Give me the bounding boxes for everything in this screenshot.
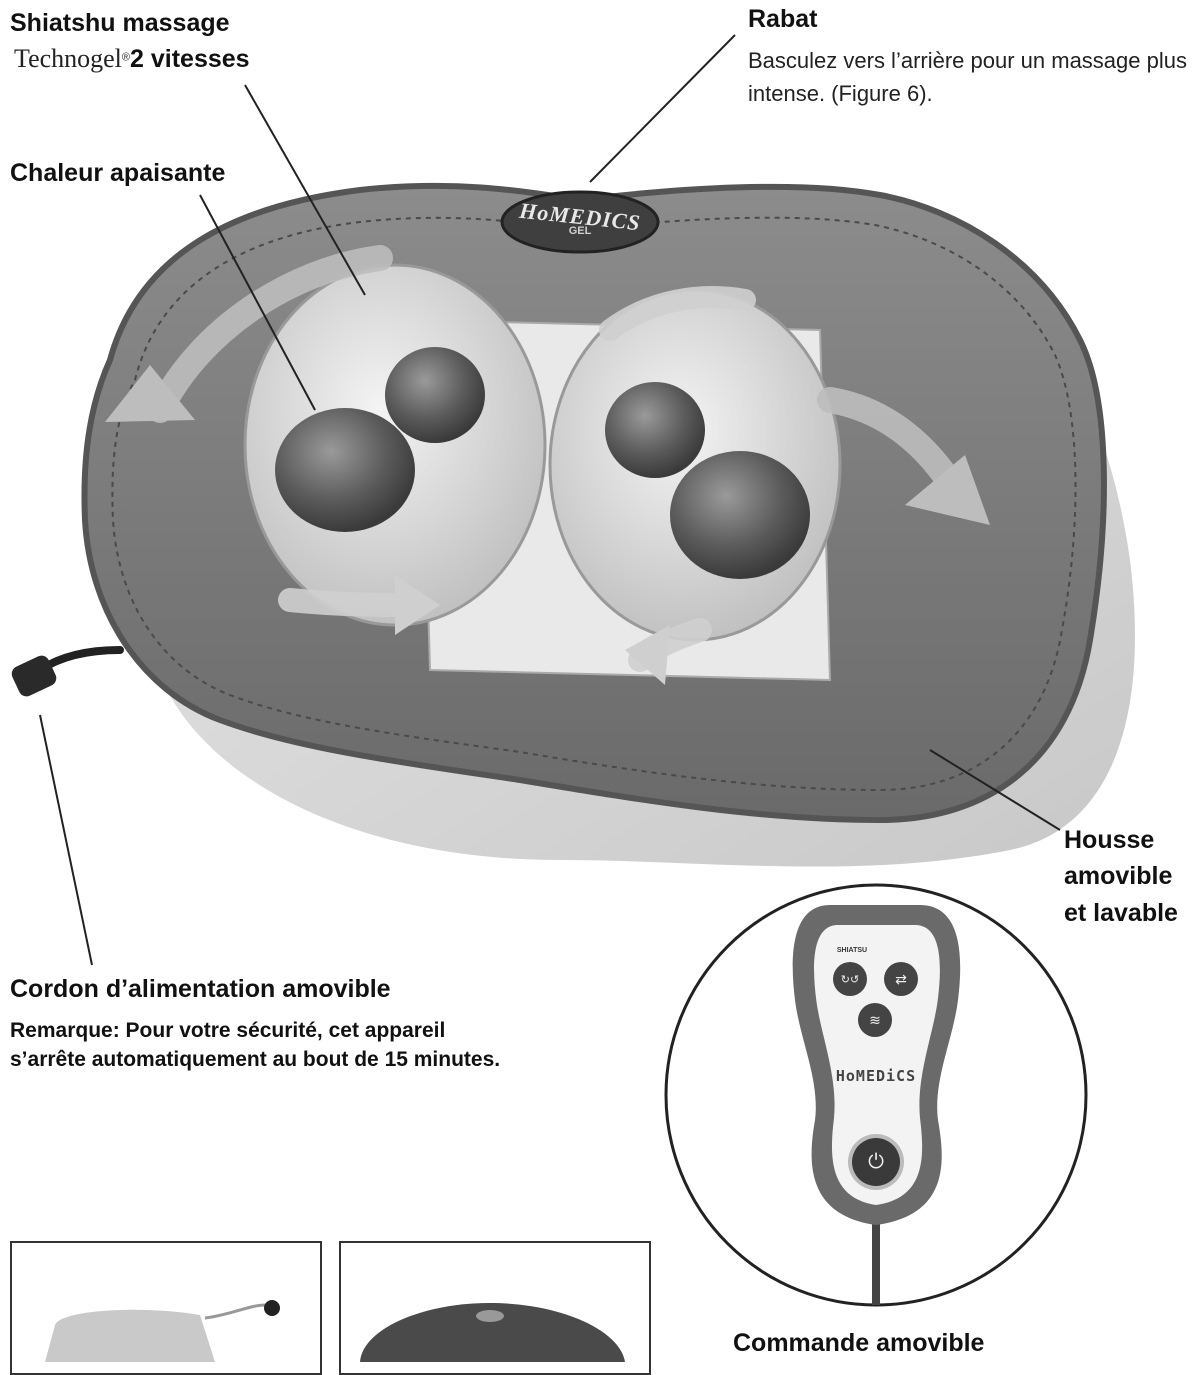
label-technogel-mark: ®: [121, 51, 131, 64]
power-icon: ⏻: [868, 1150, 884, 1173]
label-flap-desc: Basculez vers l’arrière pour un massage …: [748, 48, 1187, 106]
arrow-top-right: [599, 286, 756, 341]
right-node-small: [605, 382, 705, 478]
arrow-left-head: [105, 365, 195, 422]
storage-bag-frame: [10, 1241, 322, 1375]
arrow-bottom-left: [278, 588, 422, 617]
bag-drawstring: [204, 1303, 266, 1320]
leader-shiatsu: [244, 84, 366, 296]
label-technogel: Technogel: [14, 44, 122, 73]
label-cover-line2: amovible: [1064, 862, 1173, 891]
storage-bag: [45, 1309, 215, 1362]
label-shiatsu: Shiatshu massage: [10, 9, 230, 37]
remote-mode-label: SHIATSU: [836, 947, 868, 954]
label-heat: Chaleur apaisante: [10, 159, 226, 187]
left-node-large: [275, 408, 415, 532]
arrow-right-head: [905, 455, 990, 525]
bag-toggle: [264, 1300, 280, 1316]
shiatsu-mode-icon: ↻↺: [840, 973, 860, 986]
cushion-thumbnail: [360, 1303, 625, 1362]
right-dome: [548, 288, 842, 642]
safety-note-line2: s’arrête automatiquement au bout de 15 m…: [10, 1048, 501, 1072]
cord-plug: [11, 655, 57, 697]
leader-cover: [929, 749, 1061, 831]
safety-note: Remarque: Pour votre sécurité, cet appar…: [10, 1016, 500, 1075]
leader-cord: [39, 714, 93, 966]
power-cord: [36, 646, 124, 674]
remote-button-speed: ⇄: [884, 962, 918, 996]
label-technogel-line: Technogel®2 vitesses: [14, 44, 250, 74]
label-remote: Commande amovible: [733, 1329, 985, 1357]
leader-heat: [199, 194, 316, 411]
remote-button-heat: ≋: [858, 1003, 892, 1037]
cushion-stitching: [111, 216, 1077, 792]
cushion-thumbnail-frame: [339, 1241, 651, 1375]
arrow-bottom-right-head: [625, 625, 670, 685]
logo-badge: [500, 190, 660, 254]
safety-note-line1: Remarque: Pour votre sécurité, cet appar…: [10, 1019, 446, 1042]
heat-icon: ≋: [869, 1011, 881, 1028]
label-cover-line3: et lavable: [1064, 898, 1178, 927]
label-speeds: 2 vitesses: [130, 45, 250, 73]
leader-flap: [589, 34, 736, 183]
remote-brand: HoMEDiCS: [835, 1067, 917, 1085]
label-cover: Housse amovible et lavable: [1064, 822, 1178, 931]
remote-button-shiatsu: ↻↺: [833, 962, 867, 996]
label-cover-line1: Housse: [1064, 826, 1155, 854]
arrow-left-outer: [147, 245, 393, 423]
label-flap: Rabat: [748, 5, 818, 33]
arrow-bottom-left-head: [395, 575, 440, 635]
thumbnail-logo: [476, 1310, 504, 1322]
left-node-small: [385, 347, 485, 443]
speed-icon: ⇄: [895, 970, 907, 987]
remote-power-button: ⏻: [852, 1138, 900, 1186]
right-node-large: [670, 451, 810, 579]
product-logo-sub: GEL: [568, 225, 592, 237]
label-cord: Cordon d’alimentation amovible: [10, 975, 391, 1003]
